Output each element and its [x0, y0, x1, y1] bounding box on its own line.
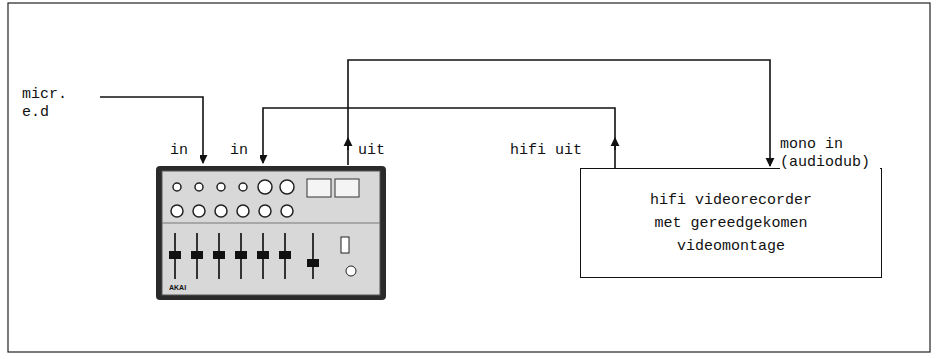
brand-label: AKAI: [169, 284, 186, 292]
signal-connector: [263, 108, 615, 168]
port-label: hifi uit: [510, 142, 600, 160]
audio-mixer: AKAI: [155, 165, 387, 301]
outer-frame: [8, 3, 930, 352]
port-label: micr. e.d: [22, 86, 82, 122]
port-label: mono in (audiodub): [780, 136, 880, 172]
port-label: in: [230, 142, 260, 160]
microphone-wire: [100, 97, 203, 163]
signal-connector: [348, 60, 770, 166]
port-label: in: [170, 142, 200, 160]
port-label: uit: [358, 142, 398, 160]
videorecorder-box: hifi videorecorder met gereedgekomen vid…: [580, 168, 882, 278]
device-text: hifi videorecorder met gereedgekomen vid…: [642, 189, 820, 258]
mixer-illustration: [155, 165, 387, 301]
